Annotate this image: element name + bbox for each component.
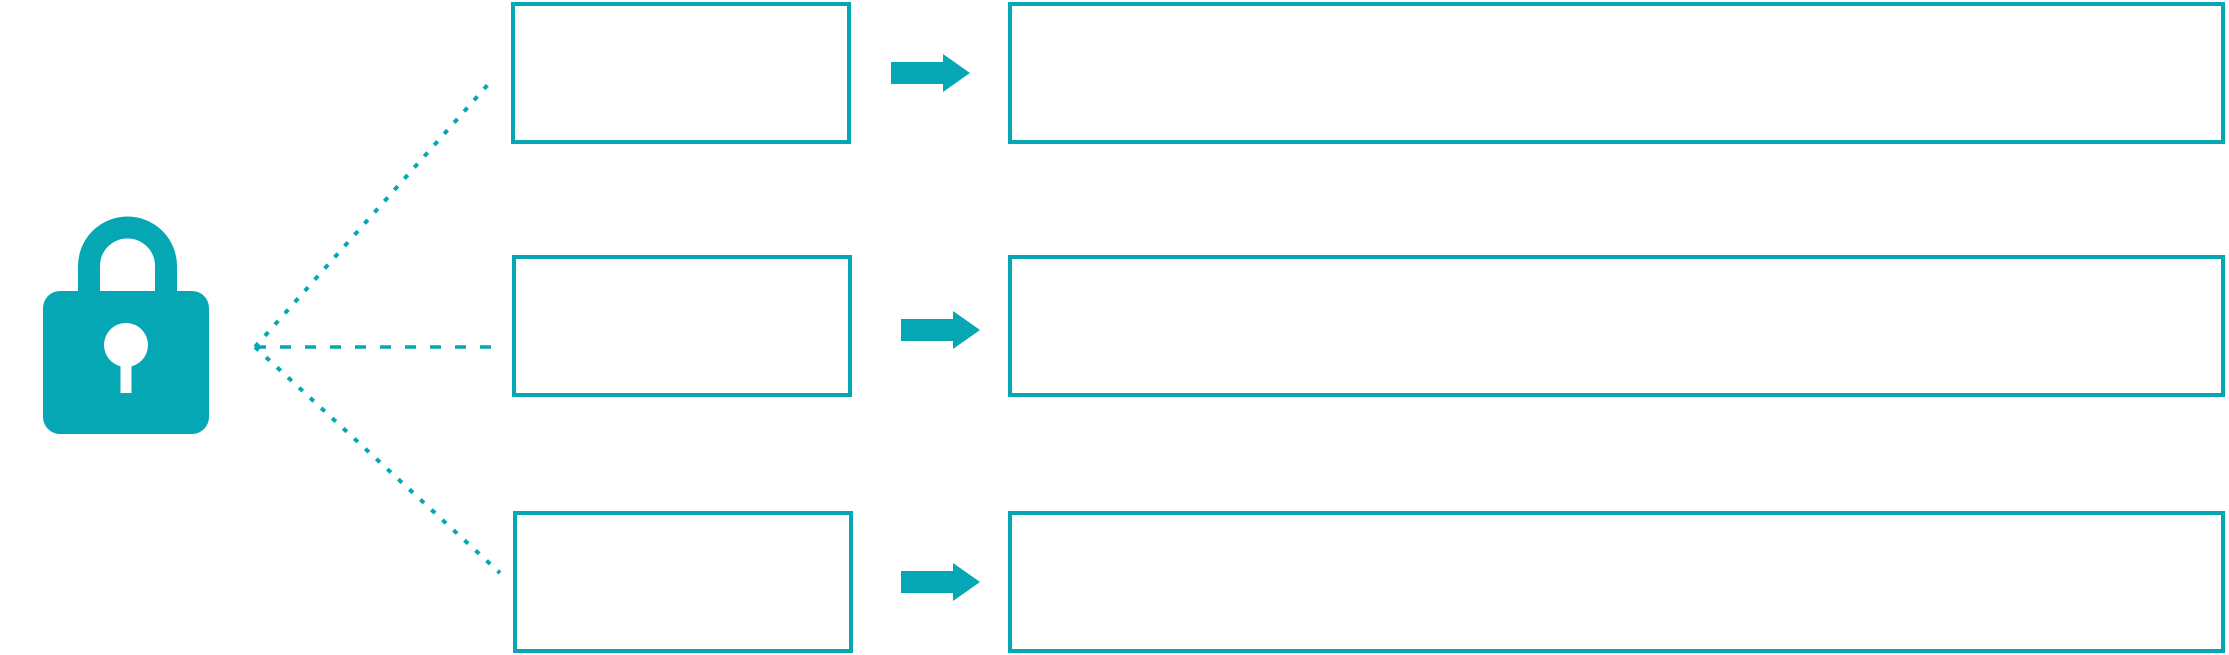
right-arrow-icon: [891, 54, 970, 92]
connector-bottom: [253, 345, 502, 575]
lock-icon: [43, 216, 209, 434]
connector-top: [253, 78, 494, 349]
target-panel-3: [1008, 511, 2225, 653]
target-panel-2: [1008, 255, 2225, 397]
right-arrow-icon: [901, 563, 980, 601]
source-box-3: [513, 511, 853, 653]
source-box-1: [511, 2, 851, 144]
target-panel-1: [1008, 2, 2225, 144]
right-arrow-icon: [901, 311, 980, 349]
source-box-2: [512, 255, 852, 397]
